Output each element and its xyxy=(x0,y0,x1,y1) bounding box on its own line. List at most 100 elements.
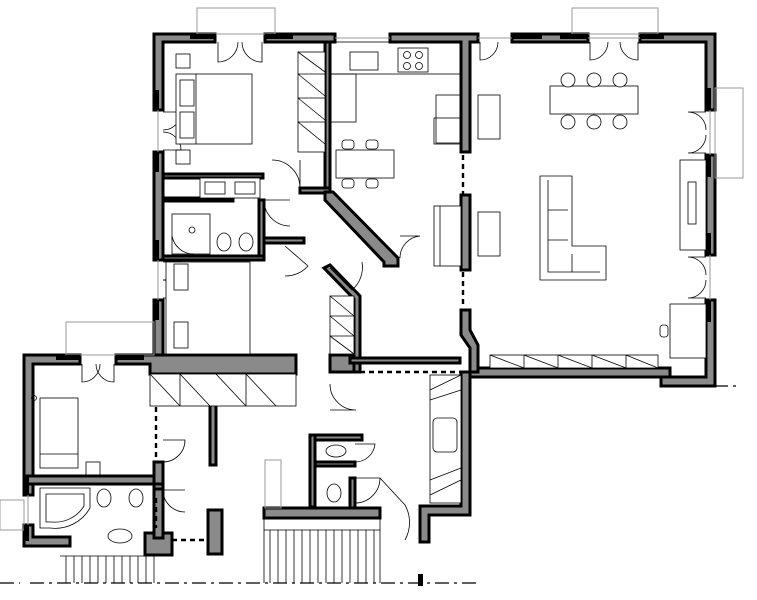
window-frame xyxy=(196,7,276,35)
wall-thin xyxy=(348,476,357,510)
section-lines xyxy=(0,385,740,586)
fireplace-hearth xyxy=(687,181,697,225)
lower-stairs xyxy=(60,555,170,583)
window-marker xyxy=(706,155,711,177)
counter-side xyxy=(329,73,357,123)
stove xyxy=(397,47,429,73)
wall-living-top-right xyxy=(638,32,717,112)
door-swing xyxy=(284,245,309,277)
chair xyxy=(341,139,355,150)
wardrobe-lines xyxy=(329,295,355,355)
bathroom-lower xyxy=(39,487,144,544)
chair xyxy=(560,72,576,88)
pillow xyxy=(173,321,189,349)
window-marker xyxy=(154,90,159,110)
stairwell xyxy=(263,518,381,583)
corner-tub xyxy=(39,487,91,529)
window-marker xyxy=(154,152,159,172)
light-point xyxy=(31,395,37,401)
window-marker xyxy=(24,525,29,541)
wall-entrance-right xyxy=(418,370,472,544)
wall-thin xyxy=(161,172,265,180)
door-swing xyxy=(162,489,186,513)
chair xyxy=(560,114,576,130)
wall-thin xyxy=(152,482,165,491)
door-swing xyxy=(263,199,291,227)
sink xyxy=(325,444,347,458)
bed xyxy=(39,397,79,469)
wall-thin xyxy=(313,460,357,468)
window-frame xyxy=(264,459,282,509)
window-marker xyxy=(706,88,711,110)
appliance xyxy=(433,117,462,145)
door-swing xyxy=(479,41,499,61)
window-marker xyxy=(560,34,588,39)
window-frame xyxy=(571,7,659,35)
window-marker xyxy=(56,355,80,360)
bathroom-upper xyxy=(171,177,261,255)
wall-partition-lower xyxy=(459,308,480,374)
shower xyxy=(171,213,211,255)
door-swing xyxy=(162,439,186,463)
bookshelf-lines xyxy=(489,354,659,369)
sink xyxy=(107,528,133,544)
window-marker xyxy=(116,355,144,360)
chair xyxy=(586,72,602,88)
bedroom-upper xyxy=(175,51,326,165)
door-swing xyxy=(271,159,301,189)
wall-thin xyxy=(323,40,332,194)
burner xyxy=(415,51,423,59)
window-marker xyxy=(24,475,29,495)
sink xyxy=(234,181,256,195)
window-marker xyxy=(640,34,664,39)
door-swing xyxy=(217,41,239,63)
burner xyxy=(415,62,423,70)
chair xyxy=(612,114,628,130)
wall-thin xyxy=(262,236,306,245)
bedroom-lower xyxy=(31,395,101,477)
sofa-cushions xyxy=(547,180,600,273)
burner xyxy=(403,62,411,70)
window-frame xyxy=(714,87,744,179)
cabinet xyxy=(477,94,501,140)
wall-bath-lower xyxy=(22,523,72,548)
wc xyxy=(325,444,347,503)
wall-thin xyxy=(161,196,235,203)
wall-thin xyxy=(257,198,266,260)
bench-lines xyxy=(429,374,462,496)
l-sofa xyxy=(539,175,607,281)
tub-inner xyxy=(45,493,85,523)
shower-drain xyxy=(188,226,196,234)
dining-table xyxy=(335,149,395,179)
door-swing xyxy=(95,363,115,383)
corridor-storage xyxy=(149,373,297,407)
chair xyxy=(586,114,602,130)
window-marker xyxy=(706,233,711,255)
door-swing xyxy=(687,256,707,276)
door-swing xyxy=(354,477,381,504)
wall-segment xyxy=(206,508,224,556)
wall-segment xyxy=(152,460,165,540)
toilet xyxy=(238,232,254,252)
wall-thin xyxy=(161,254,266,262)
sink xyxy=(204,181,226,195)
chair xyxy=(365,178,379,189)
fireplace xyxy=(679,159,707,251)
pillow xyxy=(173,263,189,291)
door-swing xyxy=(619,41,639,61)
wall-thin xyxy=(308,433,364,442)
window-marker xyxy=(154,300,159,320)
wall-living-bottom xyxy=(468,366,672,379)
nightstand xyxy=(175,53,191,69)
storage xyxy=(149,373,297,407)
nightstand xyxy=(85,461,101,477)
wardrobe xyxy=(297,51,326,153)
wall-diagonal-upper xyxy=(323,190,400,268)
bed xyxy=(175,73,253,145)
dining-table xyxy=(549,85,639,115)
windows xyxy=(0,7,744,541)
wall-stair-top xyxy=(262,506,382,520)
door-swing xyxy=(81,363,101,383)
desk xyxy=(669,303,707,359)
